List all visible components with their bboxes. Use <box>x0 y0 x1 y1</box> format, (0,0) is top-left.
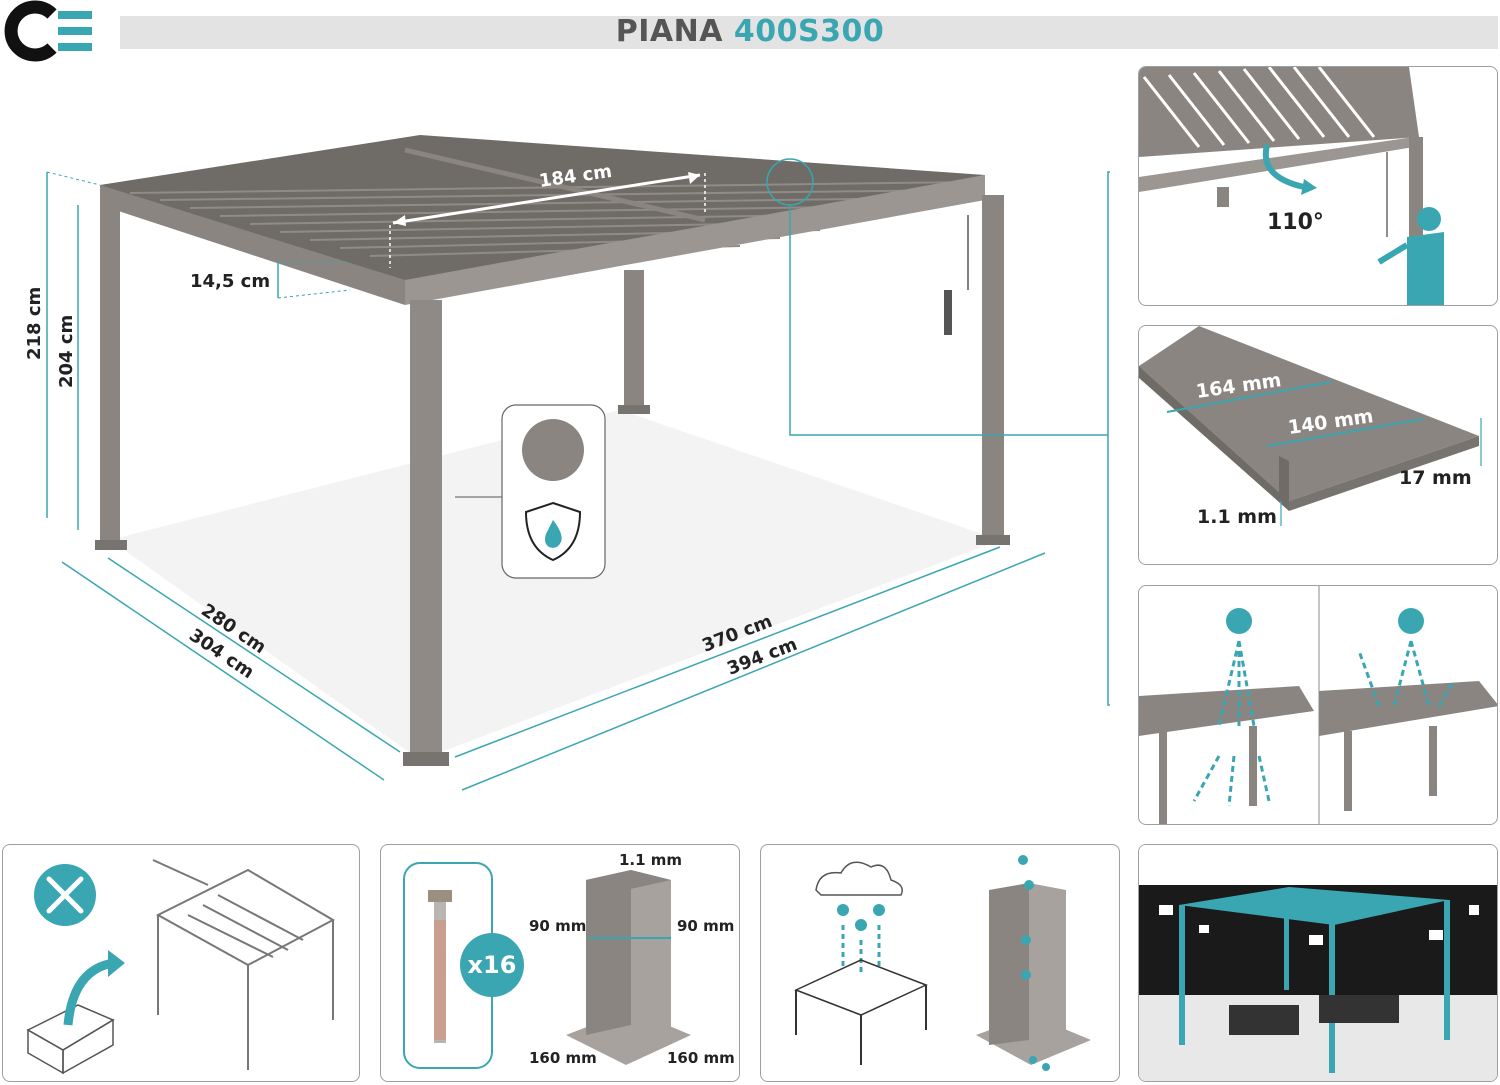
rotation-illustration: 110° <box>1139 67 1444 305</box>
post-thickness-label: 1.1 mm <box>619 851 682 869</box>
anchor-count-label: x16 <box>468 951 517 979</box>
panel-post-details: x16 1.1 mm 90 mm 90 mm 160 mm 160 mm <box>380 844 740 1082</box>
dim-height-clear: 204 cm <box>56 315 77 388</box>
product-title: PIANA 400S300 <box>120 14 1380 49</box>
lifestyle-scene-illustration <box>1139 845 1497 1081</box>
panel-slat-profile: 164 mm 140 mm 17 mm 1.1 mm <box>1138 325 1498 565</box>
product-code: 400S300 <box>733 14 885 49</box>
post-side-b-label: 90 mm <box>677 917 734 935</box>
title-bar <box>120 16 1498 49</box>
product-model: PIANA <box>615 14 723 49</box>
post-side-a-label: 90 mm <box>529 917 586 935</box>
dim-beam-height: 14,5 cm <box>190 271 270 292</box>
brand-logo <box>4 0 92 62</box>
pergola-main-drawing: 184 cm 14,5 cm 218 cm 204 cm 280 cm 304 … <box>24 135 1110 791</box>
panel-rotation: 110° <box>1138 66 1498 306</box>
slat-profile-illustration: 164 mm 140 mm 17 mm 1.1 mm <box>1139 326 1482 528</box>
panel-lifestyle-scene <box>1138 844 1498 1082</box>
slat-height-label: 17 mm <box>1399 467 1472 489</box>
assembly-illustration <box>26 859 336 1075</box>
post-details-illustration: x16 1.1 mm 90 mm 90 mm 160 mm 160 mm <box>403 851 735 1069</box>
rotation-angle-label: 110° <box>1267 210 1324 235</box>
water-drainage-illustration <box>794 855 1091 1071</box>
panel-water-drainage <box>760 844 1120 1082</box>
post-base-a-label: 160 mm <box>529 1049 597 1067</box>
post-base-b-label: 160 mm <box>667 1049 735 1067</box>
slat-thickness-label: 1.1 mm <box>1197 506 1277 528</box>
sun-ventilation-illustration <box>1139 586 1497 824</box>
panel-sun-ventilation <box>1138 585 1498 825</box>
dim-height-total: 218 cm <box>24 287 45 360</box>
panel-assembly <box>2 844 360 1082</box>
